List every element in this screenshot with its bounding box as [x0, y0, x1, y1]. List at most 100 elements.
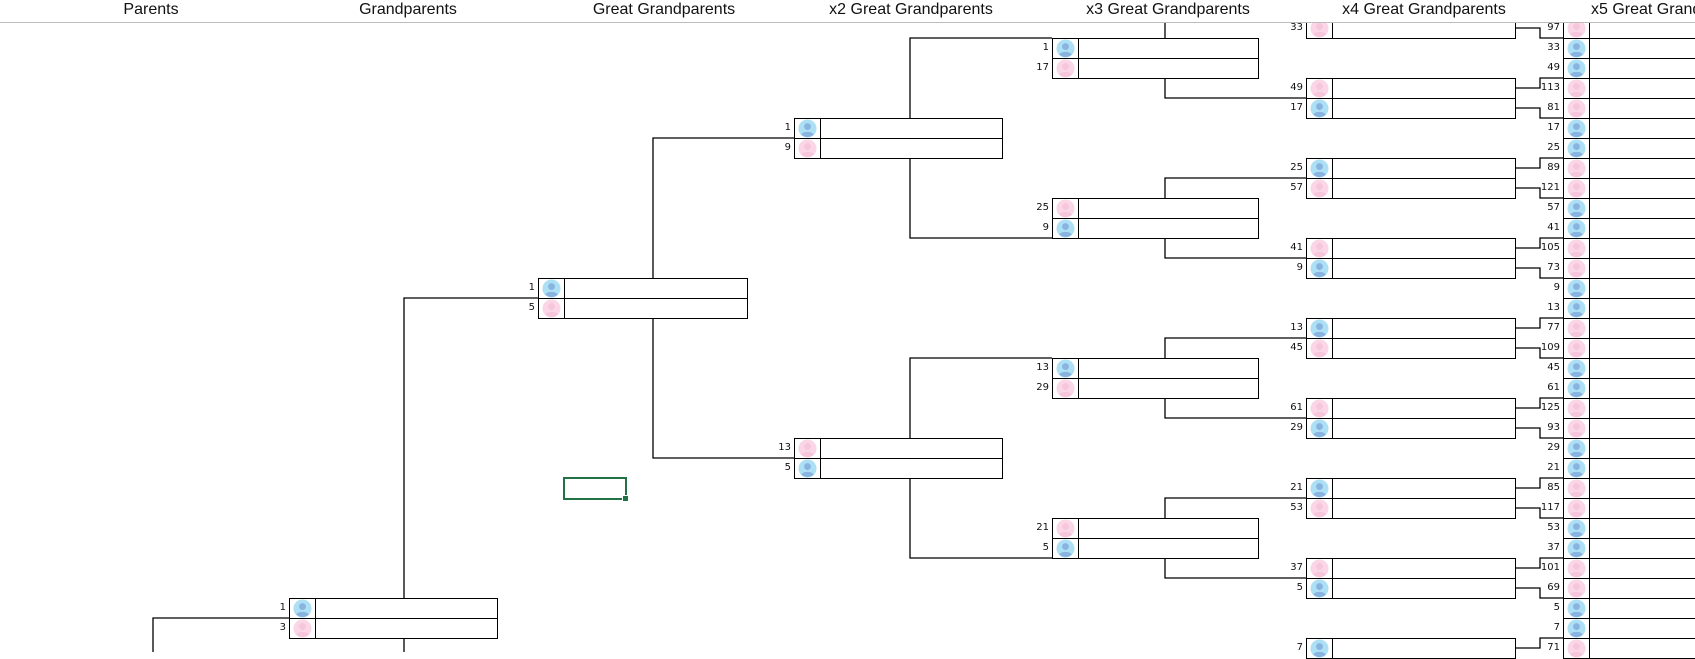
person-name-field[interactable] [1590, 559, 1695, 578]
person-entry[interactable] [1563, 178, 1695, 199]
person-name-field[interactable] [1333, 99, 1515, 118]
person-entry[interactable] [1306, 238, 1516, 259]
person-name-field[interactable] [1590, 199, 1695, 218]
person-entry[interactable] [1563, 578, 1695, 599]
person-entry[interactable] [794, 138, 1003, 159]
person-entry[interactable] [1306, 478, 1516, 499]
person-entry[interactable] [1563, 58, 1695, 79]
person-name-field[interactable] [1590, 59, 1695, 78]
person-entry[interactable] [1563, 458, 1695, 479]
person-entry[interactable] [1563, 318, 1695, 339]
person-name-field[interactable] [316, 619, 497, 638]
person-name-field[interactable] [1079, 59, 1258, 78]
person-entry[interactable] [1563, 278, 1695, 299]
person-name-field[interactable] [1333, 259, 1515, 278]
person-entry[interactable] [1563, 38, 1695, 59]
person-entry[interactable] [1563, 538, 1695, 559]
person-name-field[interactable] [821, 139, 1002, 158]
person-entry[interactable] [1306, 498, 1516, 519]
person-entry[interactable] [1563, 518, 1695, 539]
person-name-field[interactable] [1590, 639, 1695, 658]
person-name-field[interactable] [1590, 159, 1695, 178]
person-entry[interactable] [1563, 358, 1695, 379]
person-name-field[interactable] [1333, 179, 1515, 198]
person-entry[interactable] [1563, 198, 1695, 219]
person-name-field[interactable] [1590, 279, 1695, 298]
person-entry[interactable] [1563, 598, 1695, 619]
person-name-field[interactable] [1590, 79, 1695, 98]
person-entry[interactable] [1563, 618, 1695, 639]
person-entry[interactable] [1052, 38, 1259, 59]
person-name-field[interactable] [1333, 159, 1515, 178]
person-name-field[interactable] [1590, 479, 1695, 498]
person-entry[interactable] [794, 118, 1003, 139]
person-name-field[interactable] [1590, 299, 1695, 318]
person-entry[interactable] [1563, 238, 1695, 259]
person-entry[interactable] [794, 438, 1003, 459]
person-name-field[interactable] [1590, 599, 1695, 618]
person-name-field[interactable] [821, 119, 1002, 138]
person-name-field[interactable] [1333, 399, 1515, 418]
person-name-field[interactable] [821, 439, 1002, 458]
person-entry[interactable] [1563, 498, 1695, 519]
person-entry[interactable] [1563, 398, 1695, 419]
person-entry[interactable] [538, 298, 748, 319]
person-entry[interactable] [1052, 518, 1259, 539]
person-name-field[interactable] [1079, 219, 1258, 238]
person-name-field[interactable] [1333, 579, 1515, 598]
person-name-field[interactable] [1590, 259, 1695, 278]
person-name-field[interactable] [565, 299, 747, 318]
person-name-field[interactable] [1079, 379, 1258, 398]
person-name-field[interactable] [565, 279, 747, 298]
person-name-field[interactable] [1590, 119, 1695, 138]
person-name-field[interactable] [1333, 319, 1515, 338]
person-entry[interactable] [1563, 638, 1695, 659]
person-entry[interactable] [1563, 138, 1695, 159]
person-name-field[interactable] [1590, 439, 1695, 458]
person-entry[interactable] [1052, 58, 1259, 79]
person-entry[interactable] [1306, 578, 1516, 599]
person-entry[interactable] [1052, 538, 1259, 559]
person-name-field[interactable] [1333, 419, 1515, 438]
person-entry[interactable] [1563, 118, 1695, 139]
person-entry[interactable] [1563, 298, 1695, 319]
person-entry[interactable] [1563, 478, 1695, 499]
person-name-field[interactable] [1333, 639, 1515, 658]
person-name-field[interactable] [316, 599, 497, 618]
person-entry[interactable] [1563, 98, 1695, 119]
person-name-field[interactable] [1590, 219, 1695, 238]
person-name-field[interactable] [1590, 519, 1695, 538]
person-name-field[interactable] [1333, 559, 1515, 578]
person-name-field[interactable] [1590, 359, 1695, 378]
person-entry[interactable] [1306, 638, 1516, 659]
person-name-field[interactable] [1590, 399, 1695, 418]
person-name-field[interactable] [1590, 39, 1695, 58]
person-entry[interactable] [289, 618, 498, 639]
person-entry[interactable] [1052, 218, 1259, 239]
person-entry[interactable] [1306, 418, 1516, 439]
selected-cell[interactable] [563, 477, 629, 502]
person-entry[interactable] [1306, 318, 1516, 339]
person-entry[interactable] [538, 278, 748, 299]
person-name-field[interactable] [1333, 479, 1515, 498]
person-entry[interactable] [1563, 378, 1695, 399]
person-entry[interactable] [1563, 258, 1695, 279]
person-entry[interactable] [1563, 338, 1695, 359]
person-entry[interactable] [1306, 258, 1516, 279]
person-entry[interactable] [1563, 218, 1695, 239]
fill-handle[interactable] [622, 495, 629, 502]
person-entry[interactable] [1563, 558, 1695, 579]
person-name-field[interactable] [1079, 359, 1258, 378]
person-entry[interactable] [1306, 98, 1516, 119]
person-name-field[interactable] [1079, 39, 1258, 58]
person-entry[interactable] [289, 598, 498, 619]
person-entry[interactable] [1306, 178, 1516, 199]
person-name-field[interactable] [1590, 239, 1695, 258]
person-name-field[interactable] [1079, 519, 1258, 538]
person-name-field[interactable] [1590, 179, 1695, 198]
person-entry[interactable] [1306, 398, 1516, 419]
person-entry[interactable] [1563, 78, 1695, 99]
person-name-field[interactable] [1590, 499, 1695, 518]
person-entry[interactable] [1306, 338, 1516, 359]
person-name-field[interactable] [1079, 539, 1258, 558]
